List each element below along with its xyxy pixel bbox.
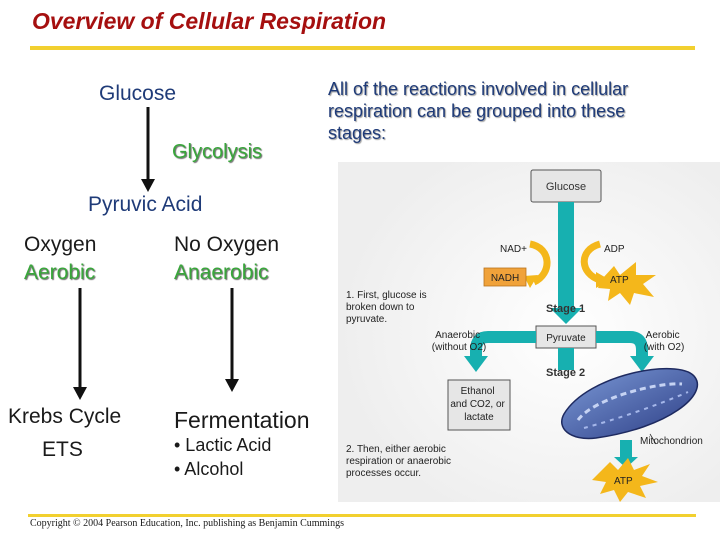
atp-loop-arrow [580, 240, 602, 284]
ethanol-box [447, 379, 511, 431]
ets-label: ETS [42, 438, 83, 461]
footer-divider [28, 514, 696, 517]
stage2-label: Stage 2 [546, 367, 585, 379]
atp-burst-bottom [592, 458, 658, 502]
mitochondrion-illustration [561, 368, 699, 440]
figure-pyruvate-label: Pyruvate [546, 333, 586, 344]
anaerobic-branch-arrow [470, 331, 536, 358]
pyruvic-acid-label: Pyruvic Acid [88, 193, 203, 216]
mitochondrion-label: Mitochondrion [640, 436, 703, 447]
atp-output-arrow [620, 440, 632, 458]
aerobic-arrow [73, 288, 87, 400]
stage1-label: Stage 1 [546, 303, 585, 315]
stage1-arrow-shaft [558, 202, 574, 310]
glucose-to-pyruvate-arrow [141, 107, 155, 192]
nadh-box [483, 267, 527, 287]
ethanol-text: Ethanol and CO2, or lactate [450, 386, 507, 423]
stage2-arrow-shaft [558, 348, 574, 370]
krebs-cycle-label: Krebs Cycle [8, 405, 122, 428]
no-oxygen-label: No Oxygen [174, 233, 280, 256]
anaerobic-branch-text: Anaerobic (without O2) [432, 330, 486, 353]
aerobic-branch-arrow [596, 331, 648, 358]
alcohol-bullet: • Alcohol [174, 459, 244, 479]
step2-text: 2. Then, either aerobic respiration or a… [346, 444, 454, 479]
lactic-acid-bullet: • Lactic Acid [174, 435, 272, 455]
aerobic-label: Aerobic [24, 261, 96, 284]
figure-glucose-label: Glucose [546, 181, 586, 193]
nad-loop-arrow [528, 240, 551, 286]
nad-plus-label: NAD+ [500, 244, 527, 255]
stage1-arrowhead [550, 308, 582, 324]
atp-top-label: ATP [610, 275, 629, 286]
intro-text: All of the reactions involved in cellula… [328, 79, 629, 143]
title-divider [30, 46, 695, 50]
atp-bottom-label: ATP [614, 476, 633, 487]
copyright-notice: Copyright © 2004 Pearson Education, Inc.… [30, 518, 344, 529]
anaerobic-arrow [225, 288, 239, 392]
step1-text: 1. First, glucose is broken down to pyru… [346, 290, 429, 325]
nadh-label: NADH [491, 273, 519, 284]
glycolysis-label: Glycolysis [172, 141, 263, 163]
flow-arrows [73, 107, 239, 400]
adp-label: ADP [604, 244, 625, 255]
anaerobic-label: Anaerobic [174, 261, 269, 284]
fermentation-label: Fermentation [174, 407, 310, 433]
atp-burst-top [598, 262, 656, 305]
aerobic-branch-text: Aerobic (with O2) [644, 330, 685, 353]
glucose-label: Glucose [99, 82, 177, 105]
slide-title: Overview of Cellular Respiration [32, 8, 387, 34]
oxygen-label: Oxygen [24, 233, 97, 256]
respiration-figure: Glucose NAD+ NADH ADP ATP 1. First, gluc… [338, 162, 720, 502]
